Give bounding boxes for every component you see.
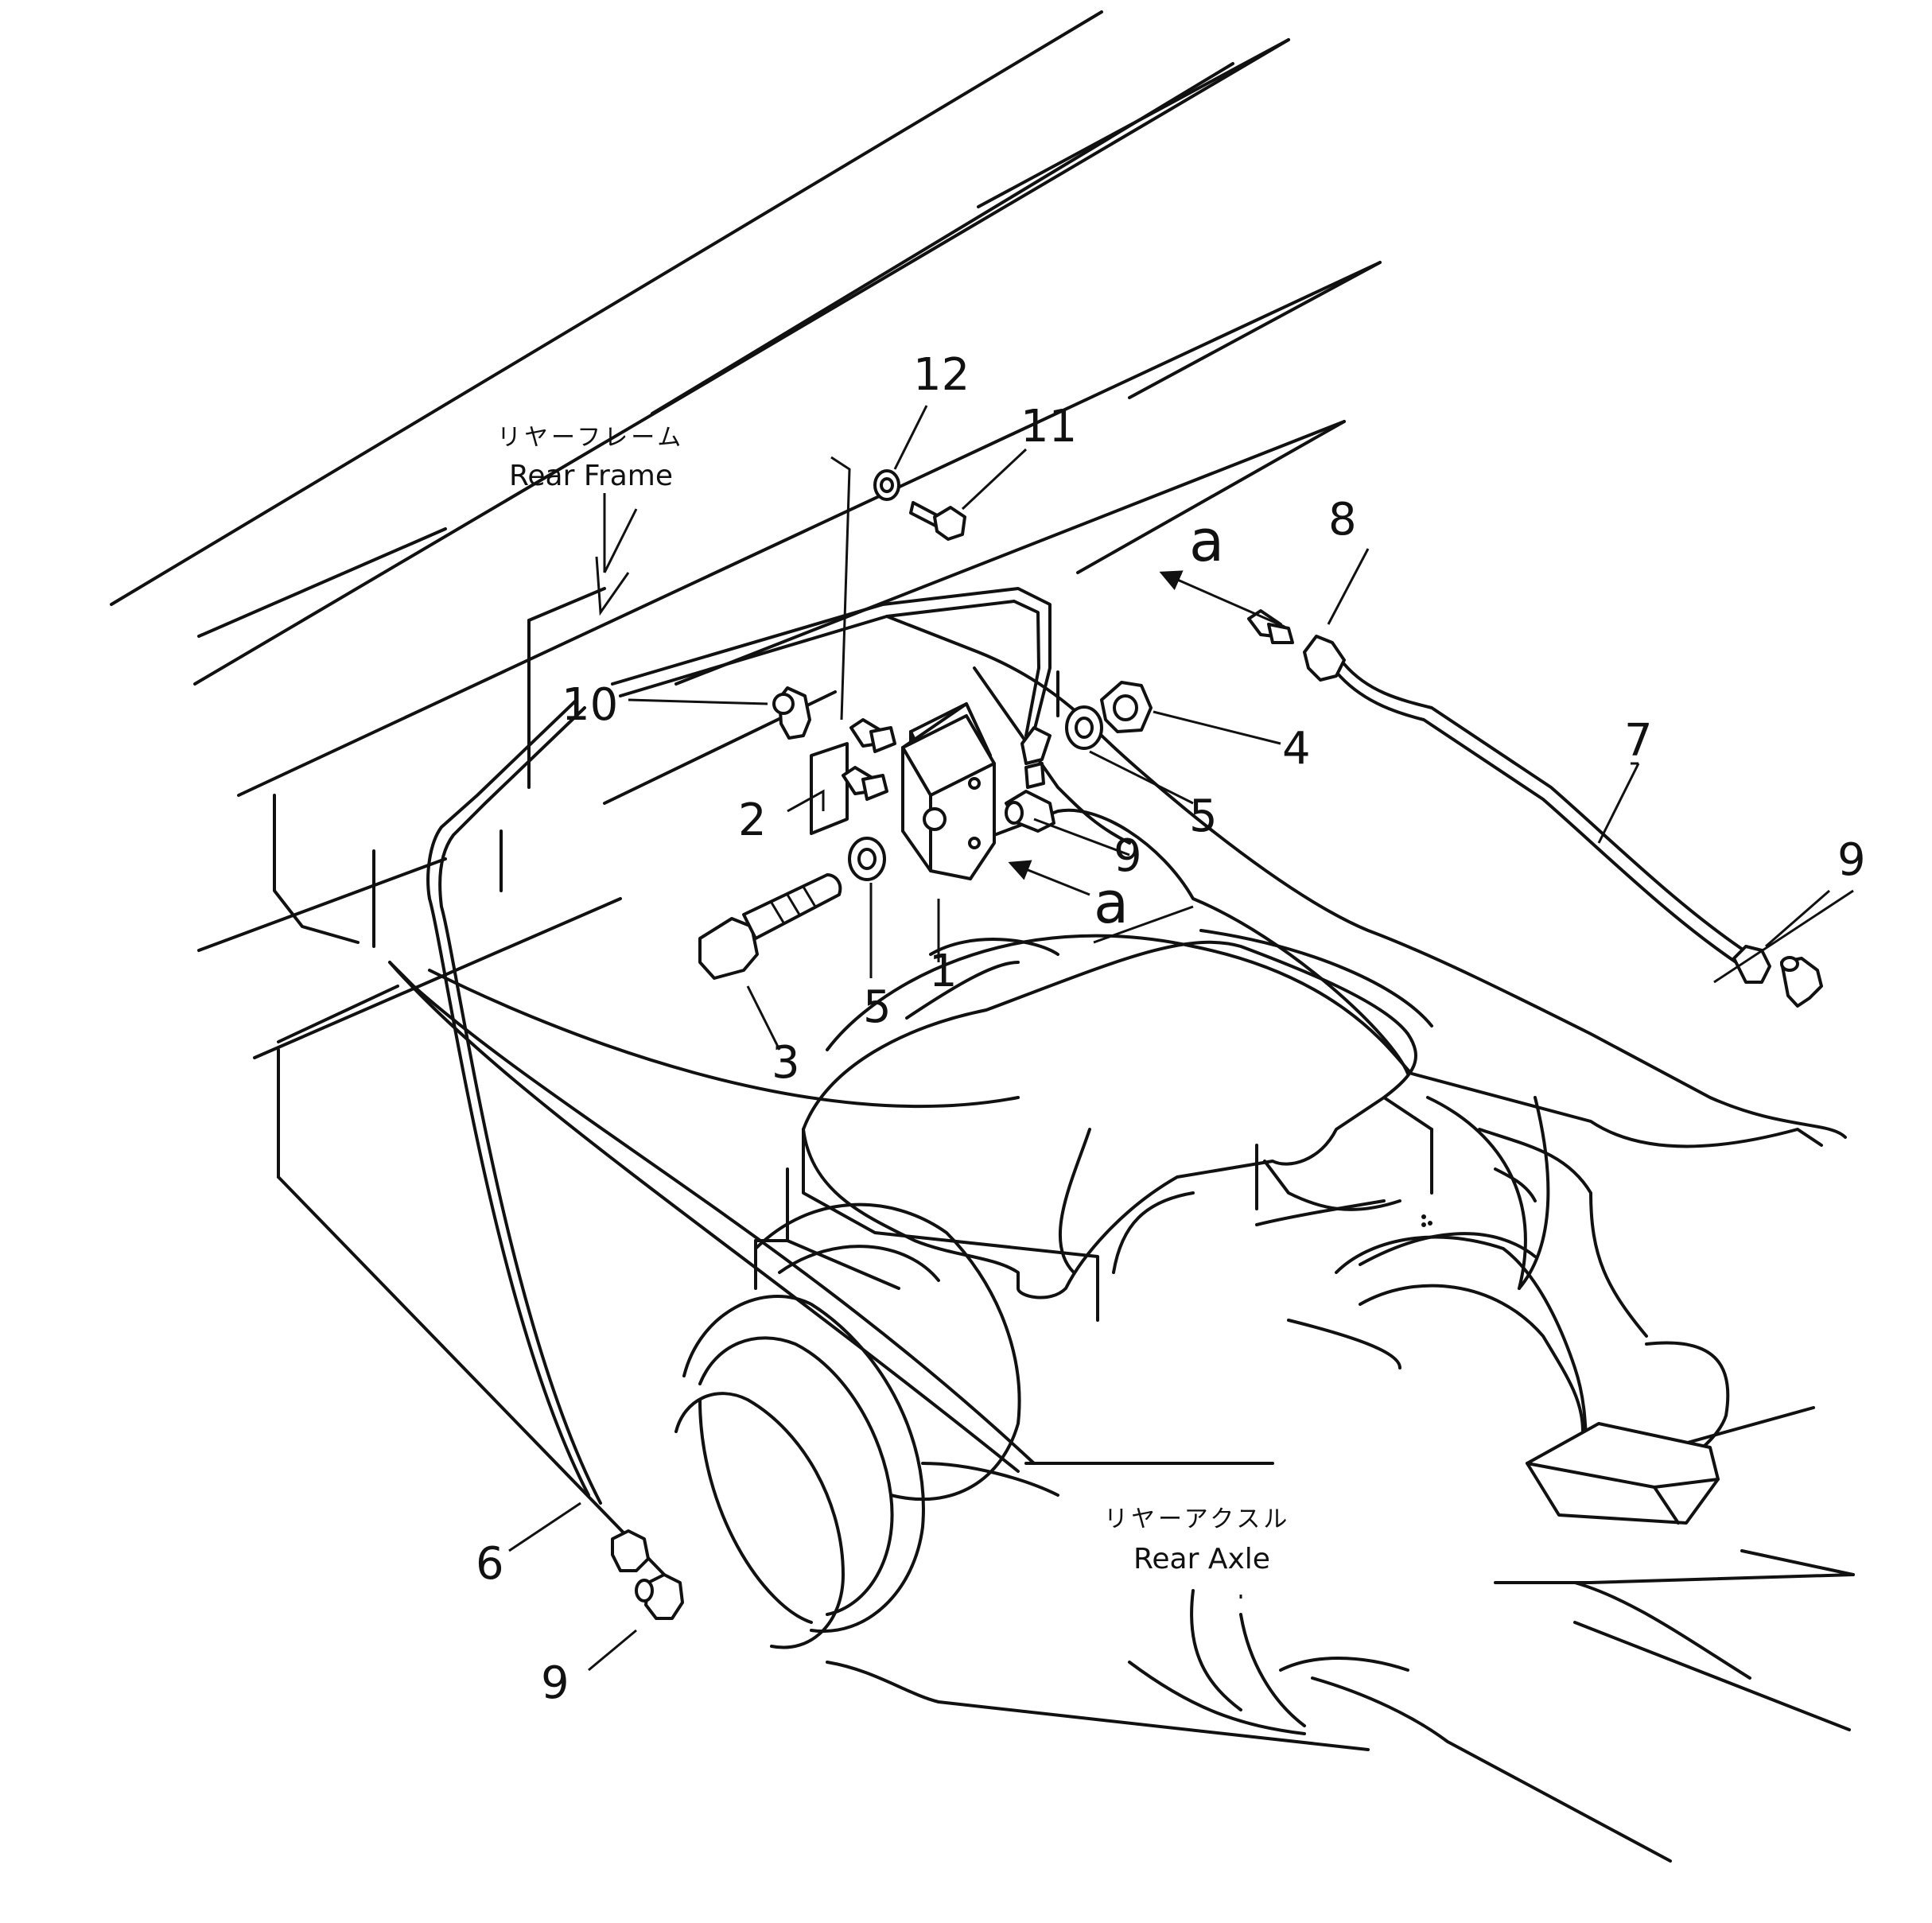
rear-axle (388, 808, 1855, 1863)
elbow-fitting-9-lower-left (635, 1573, 684, 1620)
callout-7: 7 (1624, 715, 1653, 767)
washer-part-5-lower (848, 837, 886, 881)
callout-4: 4 (1282, 723, 1311, 775)
callout-numbers: 1 2 3 4 5 5 6 7 8 9 9 9 10 11 12 a a (476, 349, 1866, 1709)
nut-part-4 (1100, 681, 1153, 733)
callout-9-right: 9 (1837, 834, 1866, 886)
callout-11: 11 (1020, 401, 1077, 453)
rear-axle-label-jp: リヤーアクスル (1104, 1505, 1290, 1533)
plate-part-2 (810, 742, 849, 835)
fitting-right-lower (1732, 945, 1771, 984)
callout-5-lower: 5 (863, 981, 892, 1033)
fitting-lower-left-6 (611, 1529, 650, 1572)
tube-fitting-top-right (1303, 635, 1346, 682)
rear-frame-label-jp: リヤーフレーム (497, 424, 684, 452)
callout-8: 8 (1328, 494, 1357, 546)
callout-6: 6 (476, 1538, 504, 1590)
rear-frame (110, 10, 1382, 1580)
fitting-part-8 (1247, 609, 1294, 644)
callout-5-upper: 5 (1189, 791, 1218, 842)
view-arrows (1008, 570, 1285, 896)
elbow-fitting-9-right (1780, 956, 1823, 1008)
view-marker-a-top: a (1189, 507, 1224, 574)
callout-12: 12 (913, 349, 970, 401)
bolt-part-11 (909, 501, 966, 541)
drive-shaft-block (1526, 1422, 1720, 1525)
clip-part-10 (772, 686, 811, 740)
leader-lines (508, 405, 1854, 1672)
grease-lines (426, 587, 1847, 1505)
fitting-top-right (1020, 726, 1052, 789)
callout-3: 3 (772, 1037, 800, 1089)
rear-frame-label-en: Rear Frame (509, 460, 673, 492)
differential-housing (754, 938, 1537, 1322)
view-marker-a-center: a (1094, 869, 1129, 936)
bolt-part-3 (698, 873, 842, 980)
fitting-lower-left (842, 766, 888, 801)
callout-9-lower-left: 9 (541, 1657, 569, 1709)
callout-10: 10 (562, 679, 618, 731)
block-part-1 (901, 702, 996, 880)
callout-1: 1 (929, 946, 958, 997)
elbow-fitting-9-center (1005, 790, 1055, 833)
callout-9-center: 9 (1114, 830, 1142, 882)
callout-2: 2 (738, 794, 767, 846)
rear-axle-label-en: Rear Axle (1133, 1543, 1270, 1575)
washer-part-5-upper (1065, 705, 1103, 750)
component-labels: リヤーフレーム Rear Frame リヤーアクスル Rear Axle (497, 424, 1290, 1575)
fitting-upper-left (849, 718, 896, 753)
washer-part-12 (873, 469, 900, 501)
